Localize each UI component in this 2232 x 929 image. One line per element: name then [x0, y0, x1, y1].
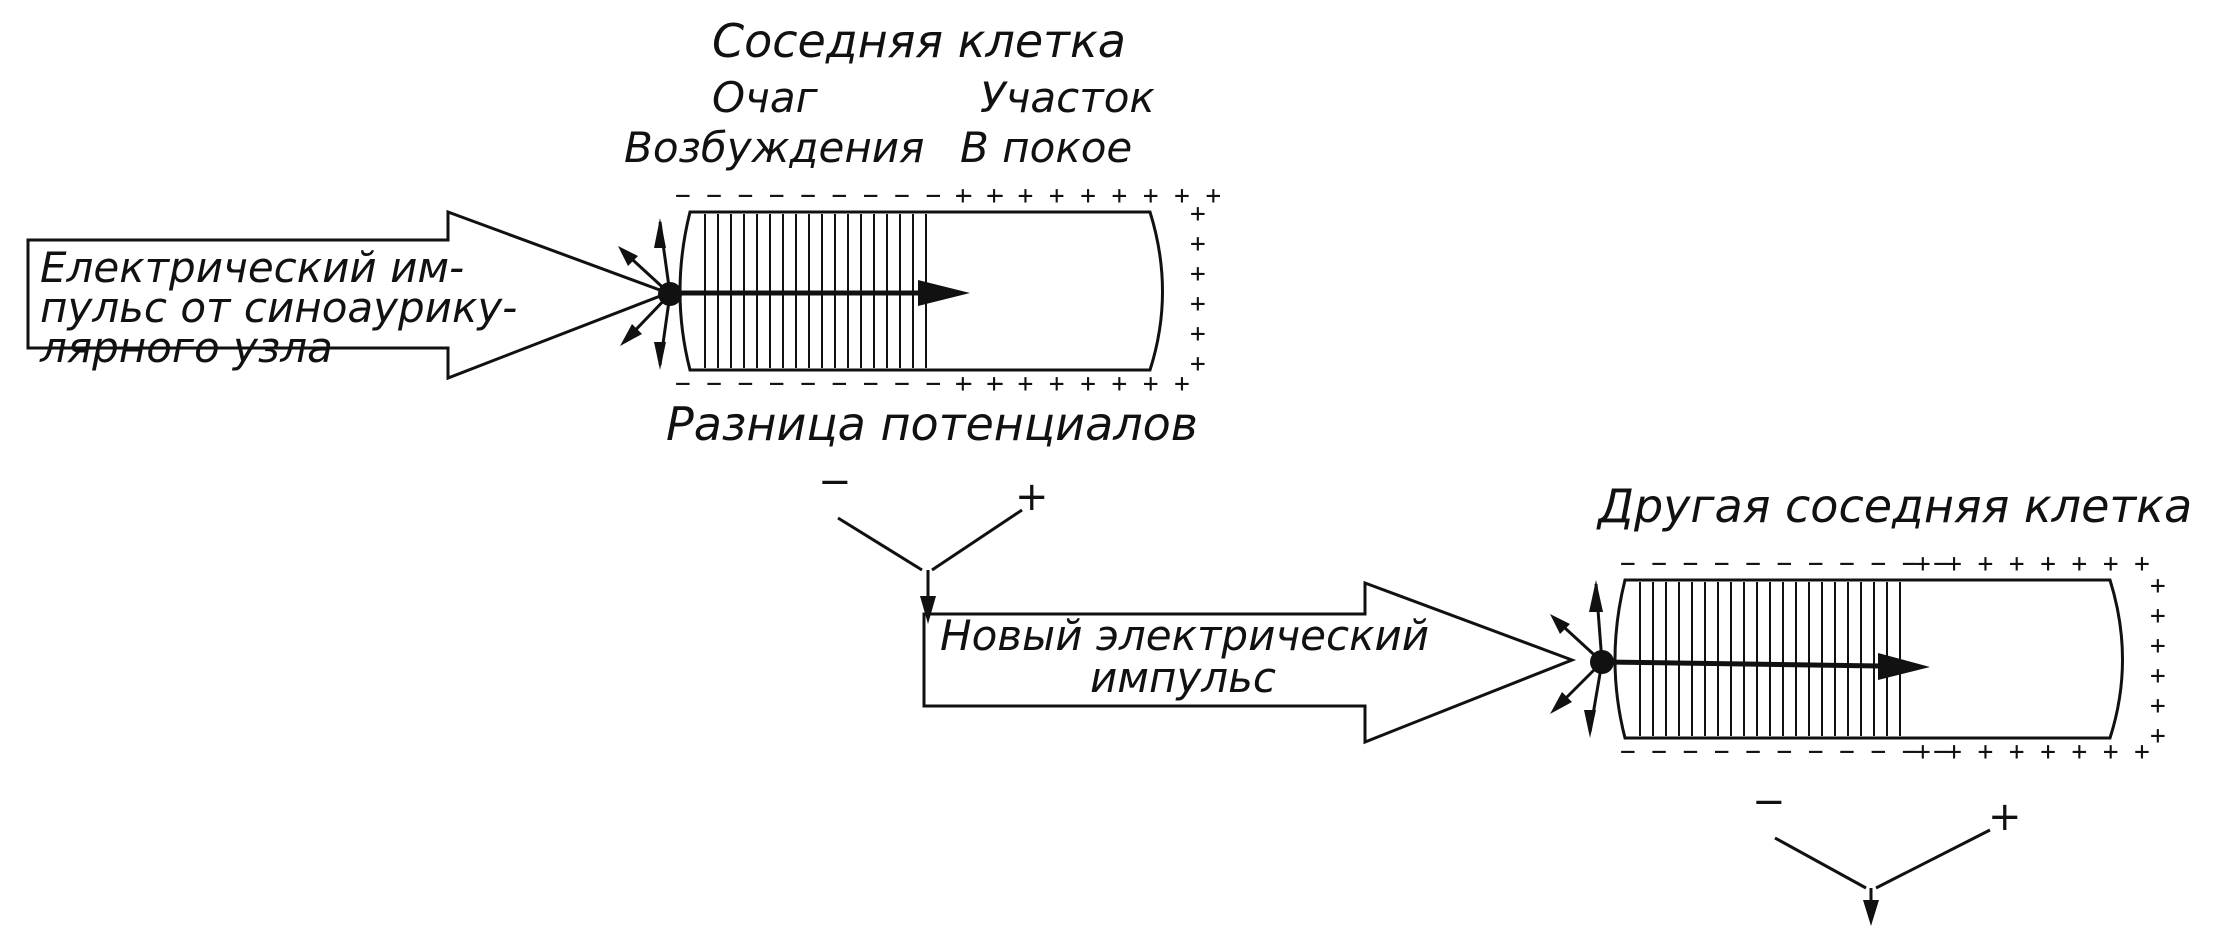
- membrane-plus-bottom: + + + + + + + +: [955, 369, 1190, 399]
- svg-text:−: −: [818, 459, 852, 505]
- sinoatrial-impulse-arrow: Електрический им- пульс от синоаурику- л…: [26, 209, 673, 381]
- rest-area-label-2: В покое: [960, 123, 1132, 172]
- spark-arrows-2: [1550, 580, 1604, 738]
- second-potential-junction: − +: [1752, 779, 2022, 926]
- new-impulse-label-2: импульс: [1090, 653, 1276, 702]
- other-neighbor-cell-label: Другая соседняя клетка: [1596, 479, 2192, 533]
- svg-text:+: +: [2150, 691, 2166, 721]
- neighbor-cell-label: Соседняя клетка: [712, 14, 1126, 68]
- conduction-line-2: [1604, 659, 1881, 669]
- excitation-focus-label-1: Очаг: [712, 73, 819, 122]
- spark-arrows: [618, 218, 672, 370]
- svg-text:+: +: [1190, 349, 1206, 379]
- svg-text:+: +: [2150, 571, 2166, 601]
- new-impulse-arrow: Новый электрический импульс: [922, 580, 1577, 745]
- membrane-minus-bottom: − − − − − − − − − − −: [675, 369, 1004, 399]
- new-impulse-label-1: Новый электрический: [940, 611, 1429, 660]
- svg-text:+: +: [1190, 319, 1206, 349]
- first-cell: − − − − − − − − − − − + + + + + + + + + …: [618, 181, 1221, 399]
- excitation-focus-label-2: Возбуждения: [624, 123, 924, 172]
- membrane-plus-bottom-2: + + + + + + + +: [1915, 737, 2150, 767]
- membrane-minus-top-2: − − − − − − − − − − −: [1620, 549, 1949, 579]
- conduction-arrowhead: [918, 280, 970, 306]
- excitation-zone-hatching-2: [1639, 582, 1901, 736]
- second-cell: − − − − − − − − − − − + + + + + + + + − …: [1550, 549, 2166, 767]
- svg-text:+: +: [2150, 601, 2166, 631]
- svg-text:+: +: [1190, 229, 1206, 259]
- impulse-label-2: пульс от синоаурику-: [40, 283, 517, 332]
- membrane-minus-top: − − − − − − − − − − −: [675, 181, 1004, 211]
- potential-difference-label: Разница потенциалов: [666, 397, 1198, 451]
- impulse-label-3: лярного узла: [39, 323, 333, 372]
- membrane-plus-top-2: + + + + + + + +: [1915, 549, 2150, 579]
- svg-text:+: +: [1190, 289, 1206, 319]
- svg-text:−: −: [1752, 779, 1786, 825]
- first-potential-junction: − +: [818, 459, 1049, 624]
- membrane-plus-right-2: + + + + + +: [2150, 571, 2166, 751]
- rest-area-label-1: Участок: [980, 73, 1155, 122]
- membrane-minus-bottom-2: − − − − − − − − − − −: [1620, 737, 1949, 767]
- impulse-label-1: Електрический им-: [40, 243, 464, 292]
- svg-text:+: +: [1190, 199, 1206, 229]
- conduction-arrowhead-2: [1878, 653, 1930, 680]
- svg-text:+: +: [1988, 794, 2022, 840]
- membrane-plus-right: + + + + + +: [1190, 199, 1206, 379]
- svg-text:+: +: [2150, 721, 2166, 751]
- svg-text:+: +: [2150, 661, 2166, 691]
- svg-text:+: +: [2150, 631, 2166, 661]
- membrane-plus-top: + + + + + + + + +: [955, 181, 1221, 211]
- svg-text:+: +: [1190, 259, 1206, 289]
